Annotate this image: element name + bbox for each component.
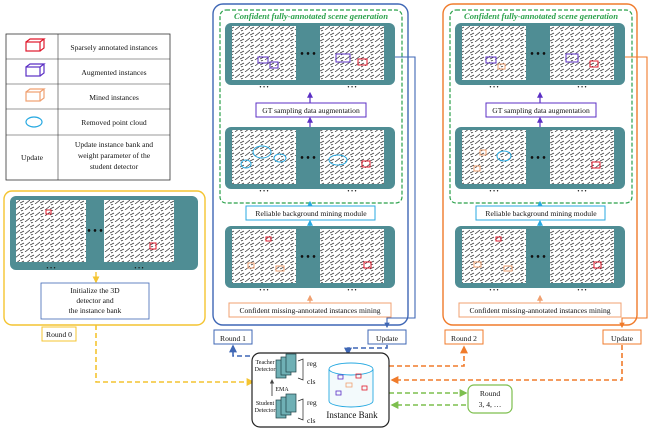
- round2-feedback-arrow: [619, 56, 648, 329]
- round1-feedback-arrow: [384, 56, 416, 329]
- round2-bot-lidar-left: [462, 229, 526, 283]
- student-reg-label: reg: [307, 398, 317, 407]
- legend-label-augmented: Augmented instances: [81, 68, 146, 77]
- round1-label: Round 1: [220, 334, 246, 343]
- round1-gt-sampling-label: GT sampling data augmentation: [262, 106, 360, 115]
- legend-label-sparse: Sparsely annotated instances: [70, 43, 157, 52]
- round2-top-lidar-right: [550, 26, 614, 80]
- orange-box-icon: [25, 88, 46, 102]
- round1-bot-ellipsis-left: • • •: [259, 288, 268, 294]
- round1-label-box: [213, 329, 253, 345]
- round1-bot-lidar-left: [232, 229, 296, 283]
- instance-bank-cylinder-icon: [328, 362, 374, 408]
- round1-top-ellipsis-right: • • •: [347, 85, 356, 91]
- teacher-reg-label: reg: [307, 359, 317, 368]
- round2-bot-ellipsis-left: • • •: [489, 288, 498, 294]
- teacher-label-2: Detector: [255, 367, 276, 373]
- round0-panel: • • • • • • • • • Initialize the 3D dete…: [3, 190, 206, 326]
- legend-label-removed: Removed point cloud: [81, 118, 147, 127]
- round2-label-box: [444, 329, 484, 345]
- round1-mid-lidar-left: [232, 130, 296, 184]
- round0-ellipsis-right: • • •: [134, 266, 143, 272]
- round2-mid-ellipsis-right: • • •: [577, 189, 586, 195]
- round1-title: Confident fully-annotated scene generati…: [234, 11, 388, 21]
- bank-to-round1-arrow: [229, 344, 250, 357]
- round2-missing-label: Confident missing-annotated instances mi…: [469, 306, 610, 315]
- round1-mid-lidar-right: [320, 130, 384, 184]
- round0-init-box: [40, 282, 150, 320]
- teacher-detector-icon: [275, 353, 297, 379]
- round1-missing-box: [228, 302, 392, 318]
- round2-top-ellipsis-right: • • •: [577, 85, 586, 91]
- round0-init-line3: the instance bank: [69, 306, 122, 315]
- svg-text:• • •: • • •: [530, 49, 546, 60]
- round1-top-lidar-right: [320, 26, 384, 80]
- round2-mid-ellipsis-left: • • •: [489, 189, 498, 195]
- round1-mid-ellipsis-right: • • •: [347, 189, 356, 195]
- svg-text:• • •: • • •: [530, 252, 546, 263]
- round1-panel: Confident fully-annotated scene generati…: [212, 3, 409, 326]
- round2-missing-box: [458, 302, 622, 318]
- round2-update-box: [602, 329, 642, 345]
- round2-bot-lidar-right: [550, 229, 614, 283]
- round0-label: Round 0: [46, 330, 72, 339]
- legend-update-desc-1: Update instance bank and: [75, 140, 153, 149]
- purple-box-icon: [25, 63, 46, 77]
- red-box-icon: [25, 38, 46, 52]
- round2-label: Round 2: [451, 334, 477, 343]
- instance-bank-panel: Teacher Detector reg cls EMA Student Det…: [251, 352, 390, 428]
- round0-init-line2: detector and: [76, 296, 114, 305]
- round2-bot-ellipsis-right: • • •: [577, 288, 586, 294]
- round2-top-ellipsis-left: • • •: [489, 85, 498, 91]
- round0-to-bank-arrow: [95, 325, 255, 386]
- round0-ellipsis-left: • • •: [46, 266, 55, 272]
- round2-top-lidar-left: [462, 26, 526, 80]
- round2-update-label: Update: [611, 334, 634, 343]
- instance-bank-label: Instance Bank: [326, 410, 378, 420]
- round1-reliable-label: Reliable background mining module: [255, 209, 367, 218]
- student-label-2: Detector: [255, 408, 276, 414]
- svg-text:• • •: • • •: [530, 153, 546, 164]
- round1-top-lidar-left: [232, 26, 296, 80]
- round-n-label-1: Round: [480, 389, 500, 398]
- legend-table: Sparsely annotated instances Augmented i…: [5, 33, 171, 181]
- round0-init-line1: Initialize the 3D: [70, 286, 120, 295]
- update2-to-bank-arrow: [390, 345, 623, 384]
- svg-text:• • •: • • •: [300, 252, 316, 263]
- legend-update-desc-3: student detector: [90, 162, 139, 171]
- legend-label-mined: Mined instances: [89, 93, 139, 102]
- round0-label-box: [41, 326, 77, 342]
- ema-label: EMA: [275, 387, 289, 393]
- legend-update-key: Update: [21, 153, 44, 162]
- round2-title: Confident fully-annotated scene generati…: [464, 11, 618, 21]
- student-detector-icon: [275, 393, 297, 419]
- round2-reliable-label: Reliable background mining module: [485, 209, 597, 218]
- svg-text:• • •: • • •: [300, 153, 316, 164]
- blue-ellipse-icon: [25, 116, 43, 128]
- round2-mid-lidar-left: [462, 130, 526, 184]
- round0-lidar-right: [104, 200, 174, 262]
- round-n-label-2: 3, 4, …: [479, 400, 502, 409]
- round1-mid-ellipsis-left: • • •: [259, 189, 268, 195]
- legend-update-desc-2: weight parameter of the: [78, 151, 151, 160]
- teacher-cls-label: cls: [307, 377, 315, 386]
- round1-update-box: [367, 329, 407, 345]
- student-label-1: Student: [256, 401, 275, 407]
- round1-top-ellipsis-left: • • •: [259, 85, 268, 91]
- round0-ellipsis-mid: • • •: [87, 226, 103, 237]
- round1-bot-ellipsis-right: • • •: [347, 288, 356, 294]
- svg-text:• • •: • • •: [300, 49, 316, 60]
- bank-to-round2-arrow: [389, 345, 468, 367]
- round2-mid-lidar-right: [550, 130, 614, 184]
- round0-lidar-left: [16, 200, 86, 262]
- update1-to-bank-arrow: [344, 345, 388, 356]
- round1-missing-label: Confident missing-annotated instances mi…: [239, 306, 380, 315]
- round2-gt-sampling-label: GT sampling data augmentation: [492, 106, 590, 115]
- teacher-label-1: Teacher: [256, 360, 275, 366]
- round-n-box: [467, 384, 513, 414]
- round2-panel: Confident fully-annotated scene generati…: [442, 3, 638, 326]
- student-cls-label: cls: [307, 416, 315, 425]
- round1-bot-lidar-right: [320, 229, 384, 283]
- round1-update-label: Update: [376, 334, 399, 343]
